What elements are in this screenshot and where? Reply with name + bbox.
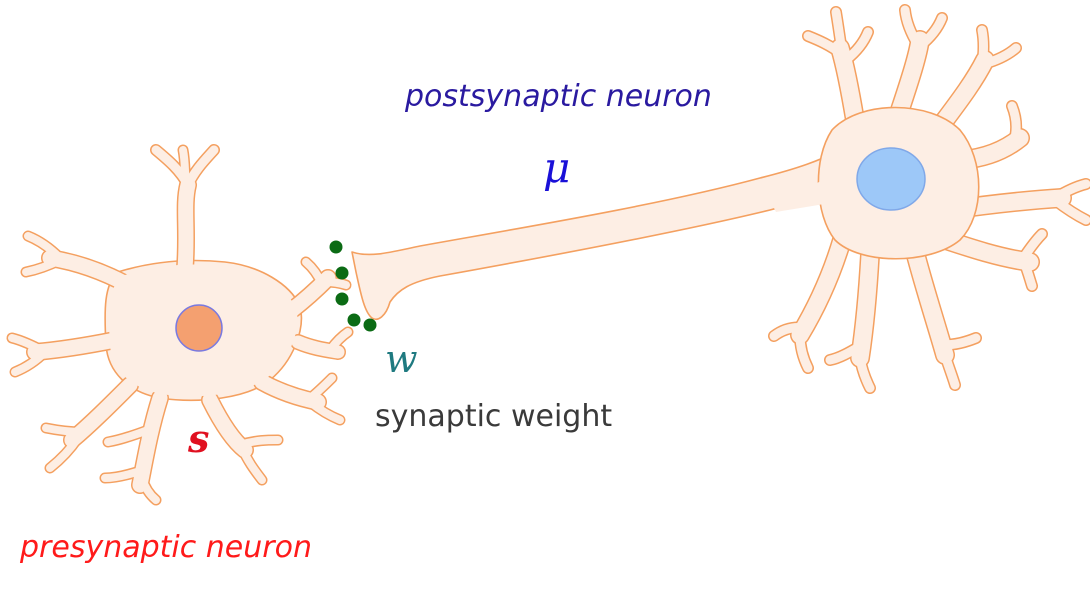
vesicle xyxy=(335,266,349,280)
presynaptic-nucleus xyxy=(175,304,223,352)
postsynaptic-neuron xyxy=(351,4,1090,394)
axon xyxy=(351,151,843,320)
synaptic-weight-label: synaptic weight xyxy=(375,399,613,434)
mu-symbol: μ xyxy=(543,143,571,192)
s-symbol: s xyxy=(188,416,210,461)
postsynaptic-nucleus xyxy=(856,147,926,211)
postsynaptic-neuron-label: postsynaptic neuron xyxy=(405,79,712,114)
vesicle xyxy=(335,292,349,306)
presynaptic-neuron-label: presynaptic neuron xyxy=(20,530,312,565)
w-symbol: w xyxy=(385,337,418,381)
vesicle xyxy=(329,240,343,254)
synaptic-vesicles xyxy=(329,240,377,332)
presynaptic-neuron xyxy=(6,144,354,506)
vesicle xyxy=(347,313,361,327)
vesicle xyxy=(363,318,377,332)
